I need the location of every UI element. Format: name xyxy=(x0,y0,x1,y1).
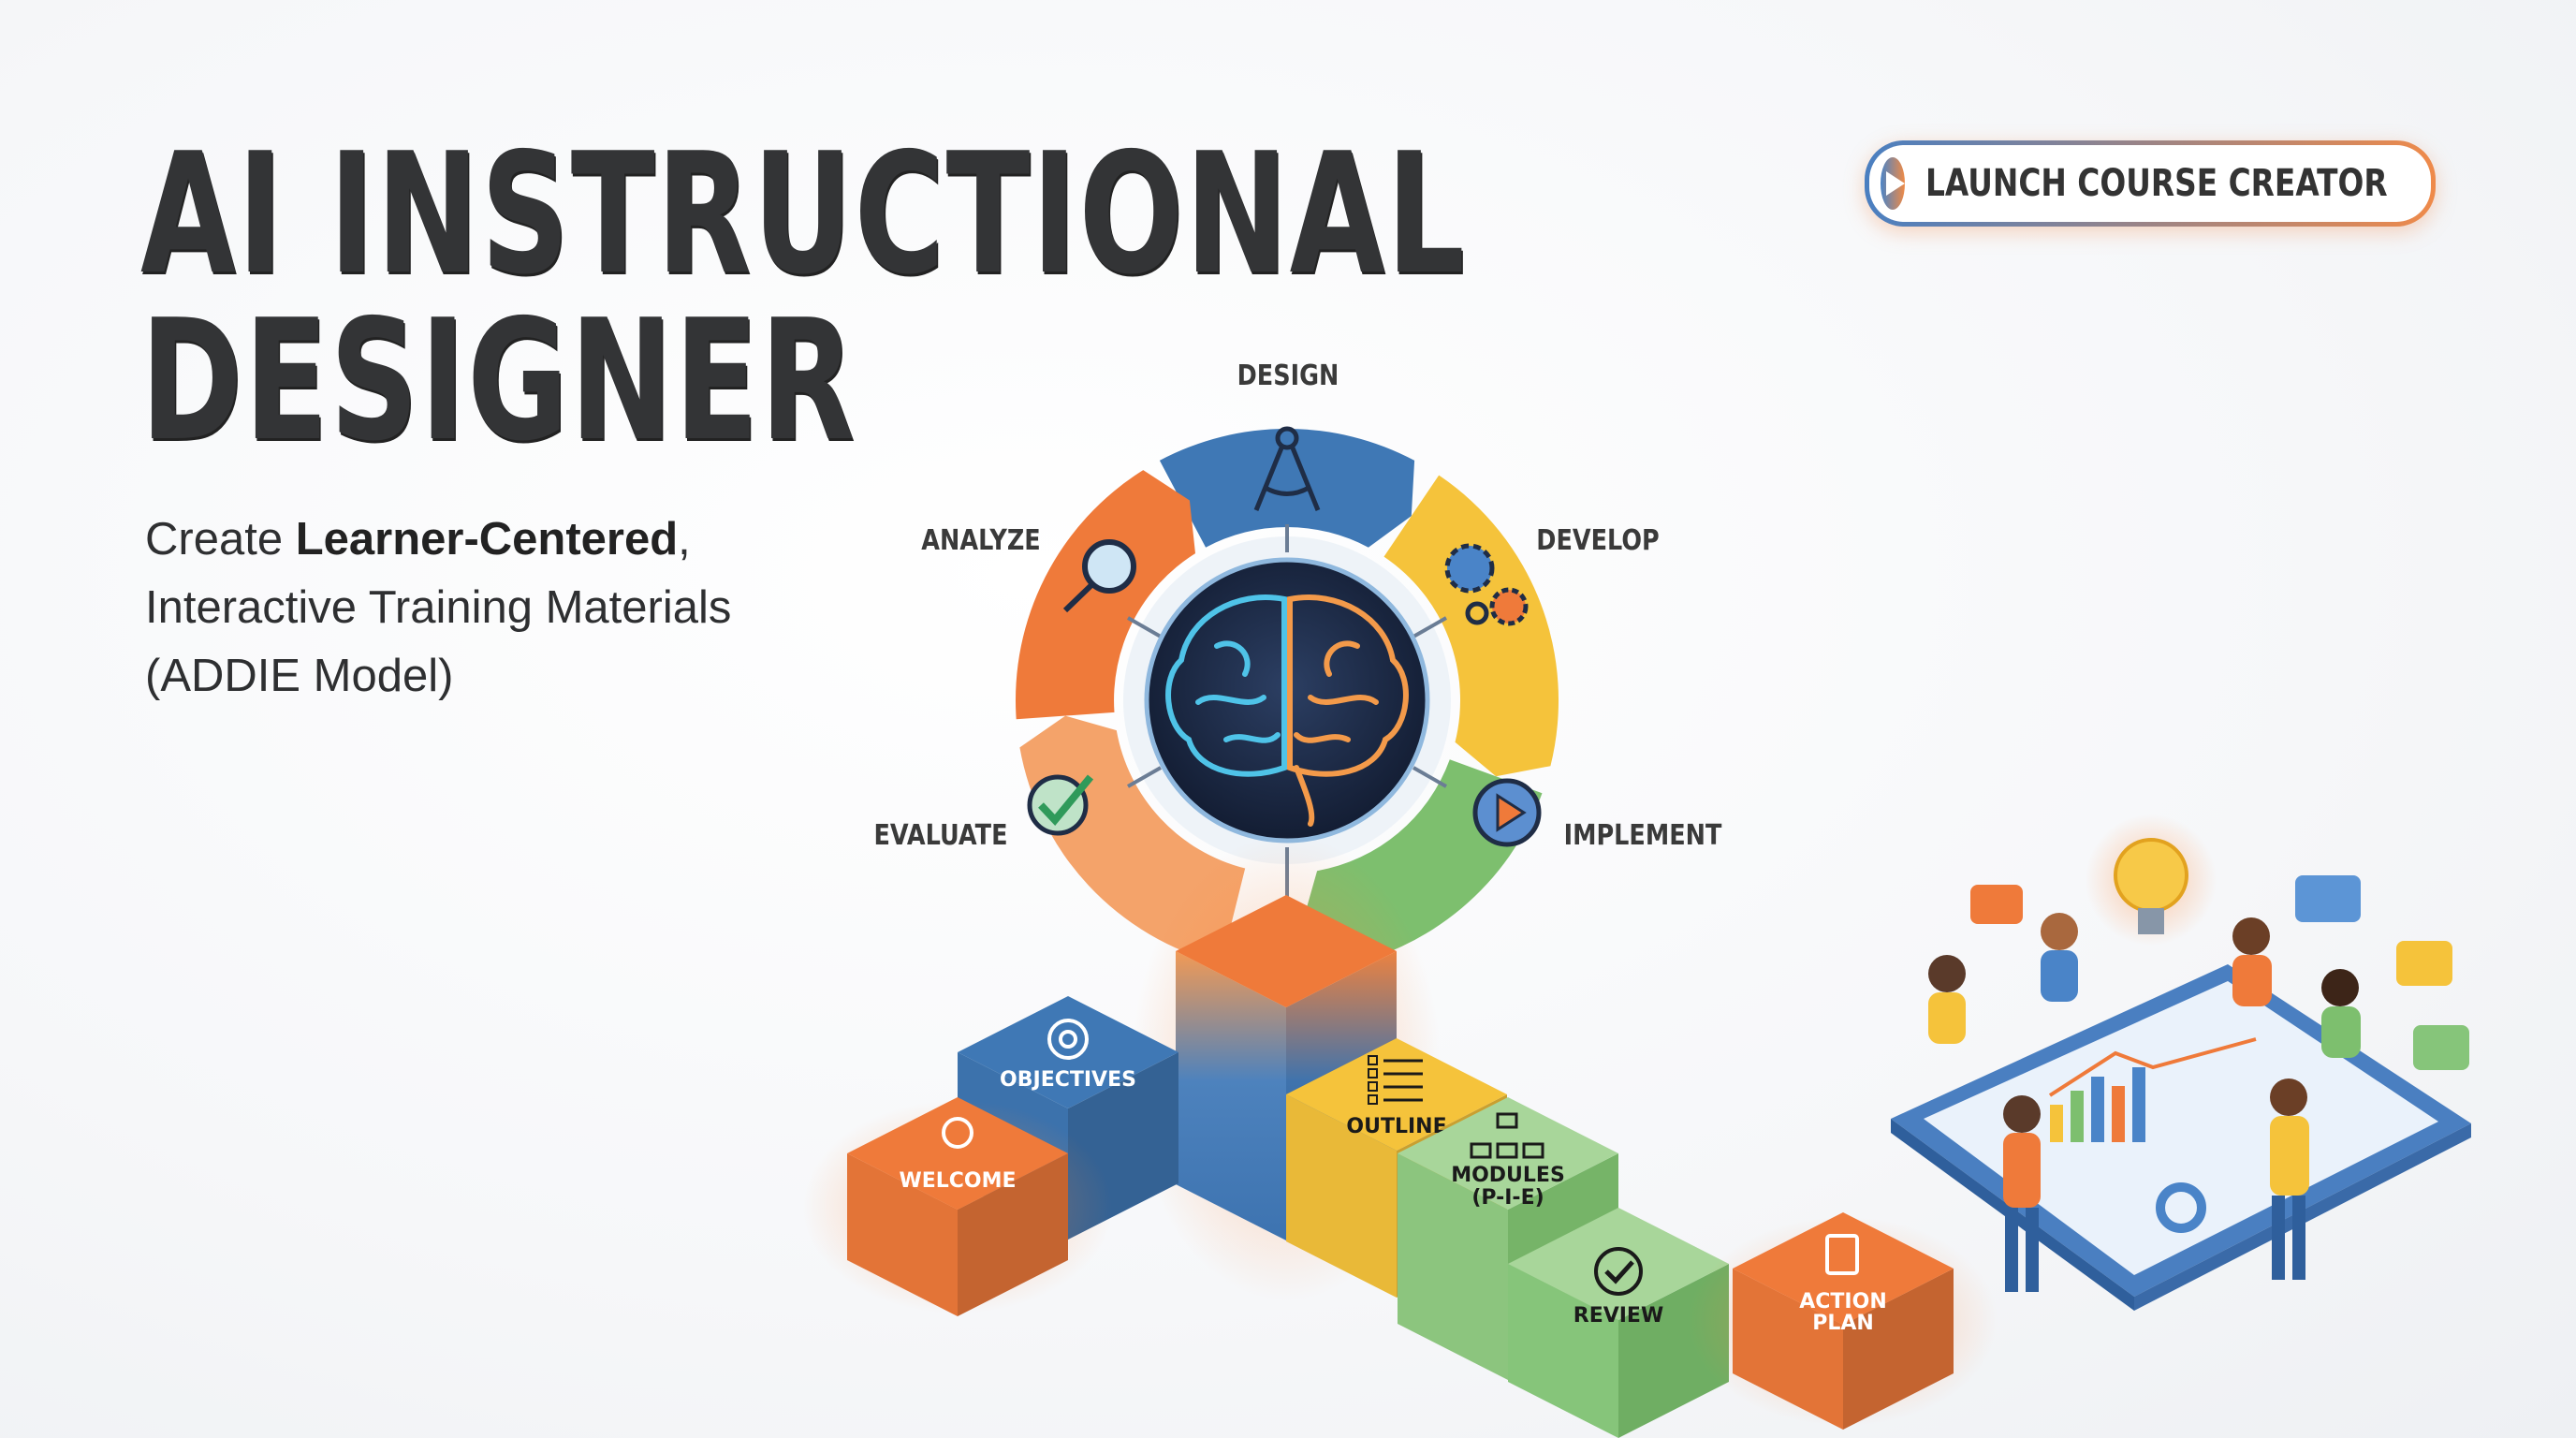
block-top-face xyxy=(958,996,1178,1108)
page-title-line-2: DESIGNER xyxy=(140,284,856,477)
block-label-action-plan: ACTION xyxy=(1799,1290,1886,1313)
launch-course-creator-button[interactable]: LAUNCH COURSE CREATOR xyxy=(1865,140,2436,227)
lightbulb-icon xyxy=(942,1117,973,1149)
bar-chart-icon xyxy=(2048,1037,2257,1142)
block-top-face xyxy=(1176,895,1397,1007)
compass-icon xyxy=(1253,426,1321,511)
course-blocks: OBJECTIVES WELCOME OUTLINE MODULES(P-I-E) RE… xyxy=(802,834,1998,1438)
gears-icon xyxy=(1444,543,1529,626)
block-label-action-plan: PLAN xyxy=(1812,1312,1874,1335)
subtitle-post: , xyxy=(678,514,691,565)
block-top-face xyxy=(1508,1208,1729,1320)
wheel-segment-design xyxy=(1159,428,1415,548)
hierarchy-icon-node xyxy=(1470,1142,1492,1159)
chat-bubble-icons xyxy=(1970,875,2469,1070)
phase-label-analyze: ANALYZE xyxy=(921,524,1041,557)
check-circle-icon xyxy=(1594,1247,1643,1296)
hierarchy-icon xyxy=(1496,1112,1518,1129)
page-title-line-1: AI INSTRUCTIONAL xyxy=(140,117,1467,311)
block-top-face xyxy=(1398,1097,1618,1210)
block-top-face xyxy=(1286,1038,1507,1151)
block-label-modules: MODULES xyxy=(1451,1164,1565,1187)
play-icon xyxy=(1881,157,1905,210)
subtitle-pre: Create xyxy=(145,514,296,565)
block-left-face xyxy=(1733,1269,1843,1430)
phase-label-design: DESIGN xyxy=(1237,360,1339,392)
block-top-face xyxy=(847,1097,1068,1210)
block-label-welcome: WELCOME xyxy=(899,1169,1016,1193)
phase-label-evaluate: EVALUATE xyxy=(873,819,1008,852)
phase-label-develop: DEVELOP xyxy=(1536,524,1660,557)
brain-icon xyxy=(1165,594,1409,827)
lightbulb-icon xyxy=(2086,814,2217,946)
wheel-segment-analyze xyxy=(1015,470,1195,720)
checkmark-icon xyxy=(1604,1260,1634,1284)
block-top-face xyxy=(1733,1212,1954,1325)
block-left-face xyxy=(1398,1153,1508,1380)
block-right-face xyxy=(1843,1269,1954,1430)
block-welcome: WELCOME xyxy=(802,1097,1113,1316)
clipboard-icon xyxy=(1825,1234,1859,1275)
phase-label-implement: IMPLEMENT xyxy=(1563,819,1722,852)
block-left-face xyxy=(1176,951,1286,1240)
launch-button-label: LAUNCH COURSE CREATOR xyxy=(1925,162,2388,205)
subtitle-line-3: (ADDIE Model) xyxy=(145,651,454,701)
block-right-face xyxy=(958,1153,1068,1316)
list-icon xyxy=(1368,1081,1378,1092)
wheel-segment-develop xyxy=(1383,475,1559,777)
block-left-face xyxy=(1286,1094,1397,1298)
list-icon xyxy=(1368,1068,1378,1078)
hierarchy-icon-node xyxy=(1522,1142,1544,1159)
target-icon xyxy=(1047,1019,1089,1060)
subtitle-line-2: Interactive Training Materials xyxy=(145,582,732,633)
block-left-face xyxy=(1508,1264,1618,1438)
subtitle-bold: Learner-Centered xyxy=(295,514,679,565)
target-icon-center xyxy=(1059,1030,1077,1049)
checkmark-chart-icon xyxy=(1027,774,1094,836)
donut-chart-icon xyxy=(2156,1182,2206,1233)
block-left-face xyxy=(847,1153,958,1316)
hierarchy-icon-node xyxy=(1496,1142,1518,1159)
subtitle: Create Learner-Centered, Interactive Tra… xyxy=(145,506,731,711)
block-label-modules: (P-I-E) xyxy=(1471,1186,1544,1210)
list-icon xyxy=(1368,1094,1378,1105)
block-label-review: REVIEW xyxy=(1573,1304,1663,1328)
block-label-outline: OUTLINE xyxy=(1346,1115,1446,1138)
team-tablet-illustration xyxy=(1891,814,2471,1311)
play-circle-icon xyxy=(1472,778,1542,847)
magnifier-icon xyxy=(1062,539,1136,613)
block-review: REVIEW xyxy=(1508,1208,1729,1438)
people-figures xyxy=(1928,913,2361,1292)
block-label-objectives: OBJECTIVES xyxy=(1000,1068,1136,1092)
list-icon xyxy=(1368,1055,1378,1065)
